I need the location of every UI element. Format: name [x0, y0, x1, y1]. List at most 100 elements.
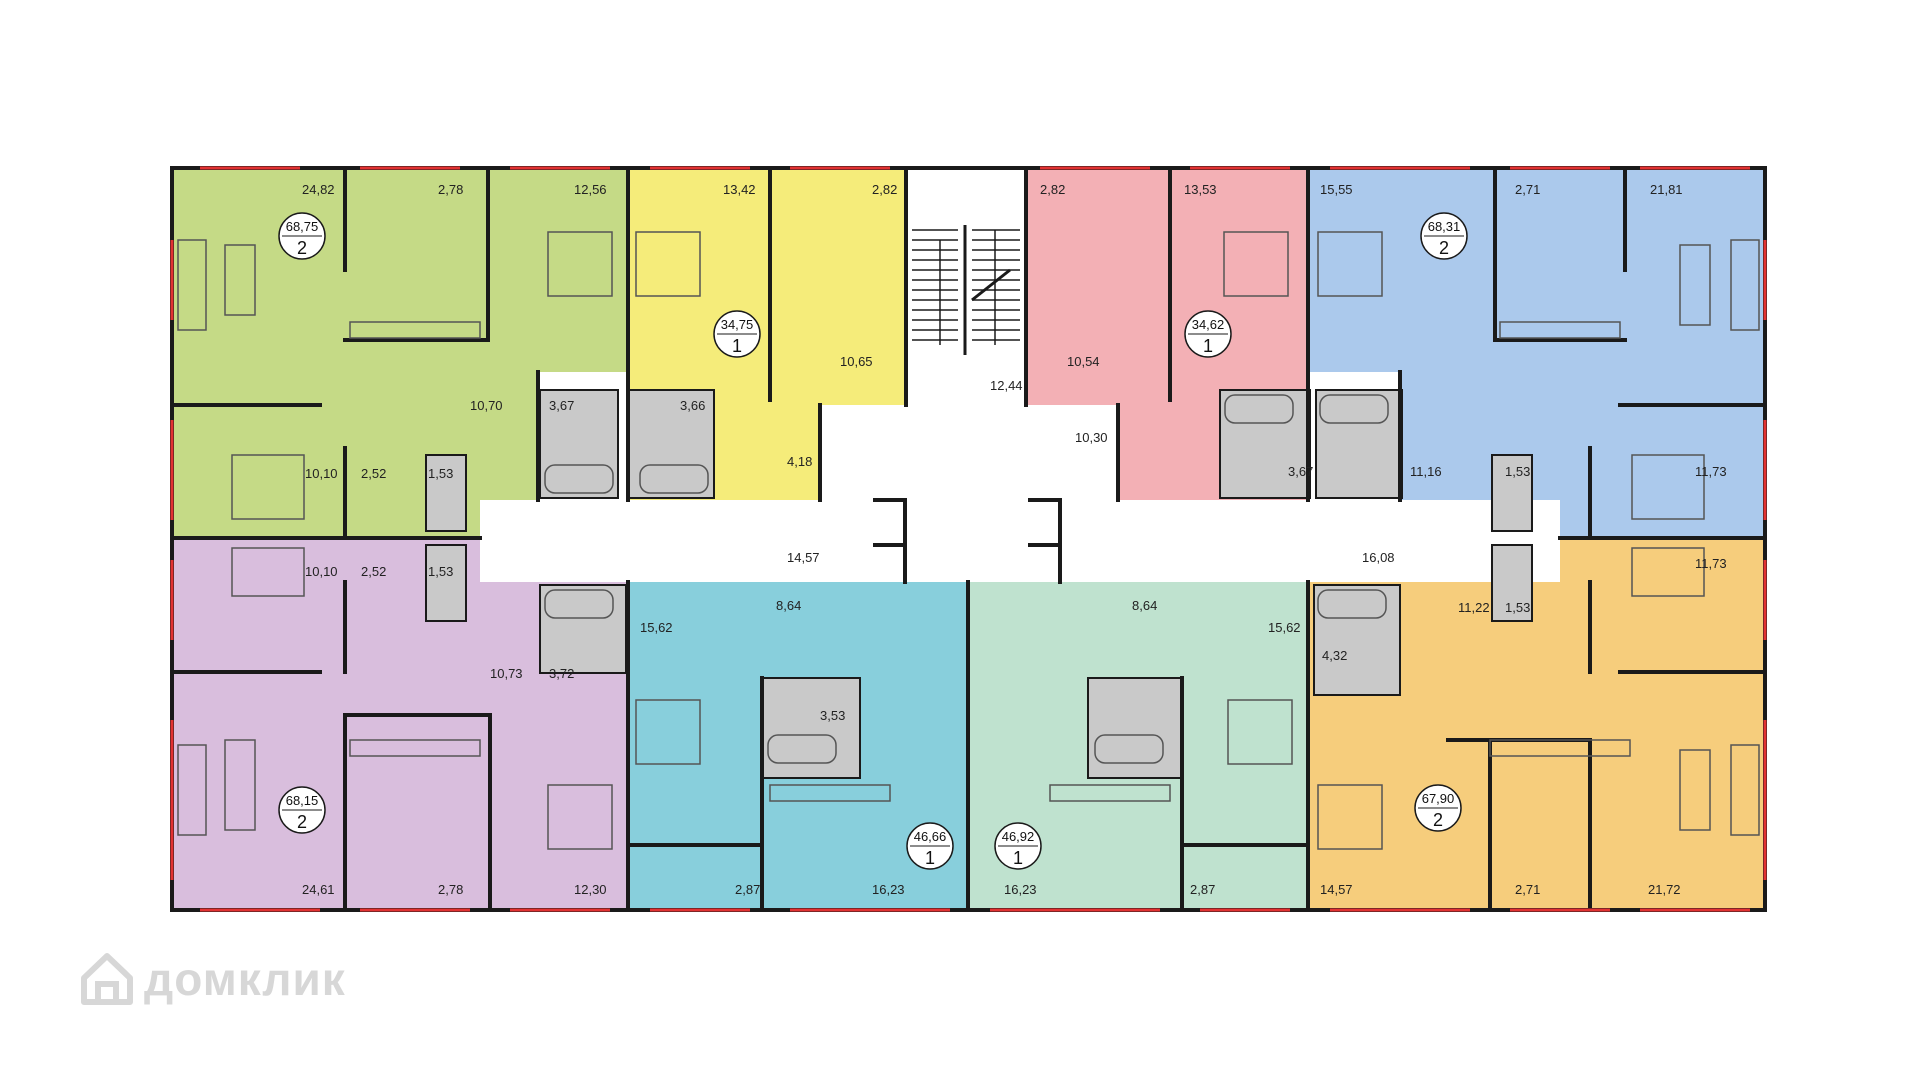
- room-area-label: 1,53: [428, 466, 453, 481]
- room-area-label: 13,53: [1184, 182, 1217, 197]
- room-area-label: 3,53: [820, 708, 845, 723]
- table-icon: [1679, 749, 1711, 831]
- bed-icon: [1317, 231, 1383, 297]
- bathtub-icon: [544, 589, 614, 619]
- bathtub-icon: [1319, 394, 1389, 424]
- apartment-area: 34,62: [1192, 317, 1225, 332]
- bathroom-yellow: [627, 389, 715, 499]
- apartment-area: 68,15: [286, 793, 319, 808]
- room-area-label: 21,72: [1648, 882, 1681, 897]
- room-area-label: 2,82: [1040, 182, 1065, 197]
- room-area-label: 10,54: [1067, 354, 1100, 369]
- toilet-blue: [1491, 454, 1533, 532]
- bathroom-green: [539, 389, 619, 499]
- apartment-area: 46,92: [1002, 829, 1035, 844]
- room-area-label: 2,52: [361, 466, 386, 481]
- watermark-text: домклик: [144, 953, 346, 1005]
- apartment-rooms: 2: [1433, 810, 1443, 830]
- apartment-area: 46,66: [914, 829, 947, 844]
- room-area-label: 2,82: [872, 182, 897, 197]
- room-area-label: 1,53: [428, 564, 453, 579]
- apartment-badge-blue[interactable]: 68,31 2: [1420, 212, 1468, 260]
- room-area-label: 10,10: [305, 564, 338, 579]
- table-icon: [224, 739, 256, 831]
- room-area-label: 11,22: [1458, 600, 1490, 615]
- room-area-label: 2,52: [361, 564, 386, 579]
- apartment-badge-pink[interactable]: 34,62 1: [1184, 310, 1232, 358]
- bed-icon: [635, 231, 701, 297]
- apartment-badge-green[interactable]: 68,75 2: [278, 212, 326, 260]
- room-area-label: 3,66: [680, 398, 705, 413]
- kitchen-counter-icon: [349, 321, 481, 339]
- bed-icon: [635, 699, 701, 765]
- kitchen-counter-icon: [1049, 784, 1171, 802]
- room-area-label: 21,81: [1650, 182, 1683, 197]
- room-area-label: 1,53: [1505, 464, 1530, 479]
- room-area-label: 4,32: [1322, 648, 1347, 663]
- sofa-icon: [177, 744, 207, 836]
- watermark: домклик: [78, 950, 346, 1008]
- room-area-label: 16,23: [1004, 882, 1037, 897]
- room-area-label: 1,53: [1505, 600, 1530, 615]
- room-area-label: 15,55: [1320, 182, 1353, 197]
- room-area-label: 2,78: [438, 882, 463, 897]
- bathtub-icon: [639, 464, 709, 494]
- bathroom-purple: [539, 584, 627, 674]
- room-area-label: 12,56: [574, 182, 607, 197]
- apartment-badge-cyan[interactable]: 46,66 1: [906, 822, 954, 870]
- bed-icon: [1631, 547, 1705, 597]
- room-area-label: 2,71: [1515, 882, 1540, 897]
- apartment-rooms: 2: [1439, 238, 1449, 258]
- windows: [170, 166, 1767, 912]
- toilet-orange: [1491, 544, 1533, 622]
- bathtub-icon: [1317, 589, 1387, 619]
- room-area-label: 11,73: [1695, 464, 1727, 479]
- toilet-green: [425, 454, 467, 532]
- room-labels: 24,82 2,78 12,56 10,70 3,67 10,10 2,52 1…: [302, 182, 1727, 897]
- room-area-label: 15,62: [1268, 620, 1301, 635]
- bed-icon: [231, 547, 305, 597]
- bathroom-blue: [1315, 389, 1403, 499]
- room-area-label: 14,57: [787, 550, 820, 565]
- room-area-label: 24,61: [302, 882, 335, 897]
- room-area-label: 12,30: [574, 882, 607, 897]
- sofa-icon: [177, 239, 207, 331]
- apartment-rooms: 1: [925, 848, 935, 868]
- room-area-label: 15,62: [640, 620, 673, 635]
- bed-icon: [231, 454, 305, 520]
- apartment-blue-zone: [1308, 168, 1765, 538]
- table-icon: [1679, 244, 1711, 326]
- bathroom-pink: [1219, 389, 1311, 499]
- bed-icon: [547, 784, 613, 850]
- wet-zones: [425, 389, 1533, 779]
- room-area-label: 8,64: [776, 598, 801, 613]
- kitchen-counter-icon: [1489, 739, 1631, 757]
- apartment-area: 67,90: [1422, 791, 1455, 806]
- apartment-badge-yellow[interactable]: 34,75 1: [713, 310, 761, 358]
- room-area-label: 2,87: [735, 882, 760, 897]
- apartment-rooms: 1: [1203, 336, 1213, 356]
- room-area-label: 11,16: [1410, 464, 1442, 479]
- bathtub-icon: [1224, 394, 1294, 424]
- apartment-badges: 68,75 2 34,75 1 34,62 1 68,31 2 68,15 2: [278, 212, 1468, 870]
- room-area-label: 16,08: [1362, 550, 1395, 565]
- kitchen-counter-icon: [349, 739, 481, 757]
- staircase: [912, 225, 1020, 355]
- bed-icon: [1227, 699, 1293, 765]
- room-area-label: 2,78: [438, 182, 463, 197]
- bed-icon: [547, 231, 613, 297]
- bathroom-orange: [1313, 584, 1401, 696]
- apartment-badge-purple[interactable]: 68,15 2: [278, 786, 326, 834]
- room-area-label: 16,23: [872, 882, 905, 897]
- apartment-badge-mint[interactable]: 46,92 1: [994, 822, 1042, 870]
- bathtub-icon: [544, 464, 614, 494]
- corridor: [480, 405, 1480, 582]
- apartment-rooms: 1: [732, 336, 742, 356]
- bathtub-icon: [1094, 734, 1164, 764]
- apartment-badge-orange[interactable]: 67,90 2: [1414, 784, 1462, 832]
- apartment-area: 68,75: [286, 219, 319, 234]
- furniture: [177, 231, 1760, 850]
- apartment-rooms: 2: [297, 238, 307, 258]
- room-area-label: 13,42: [723, 182, 756, 197]
